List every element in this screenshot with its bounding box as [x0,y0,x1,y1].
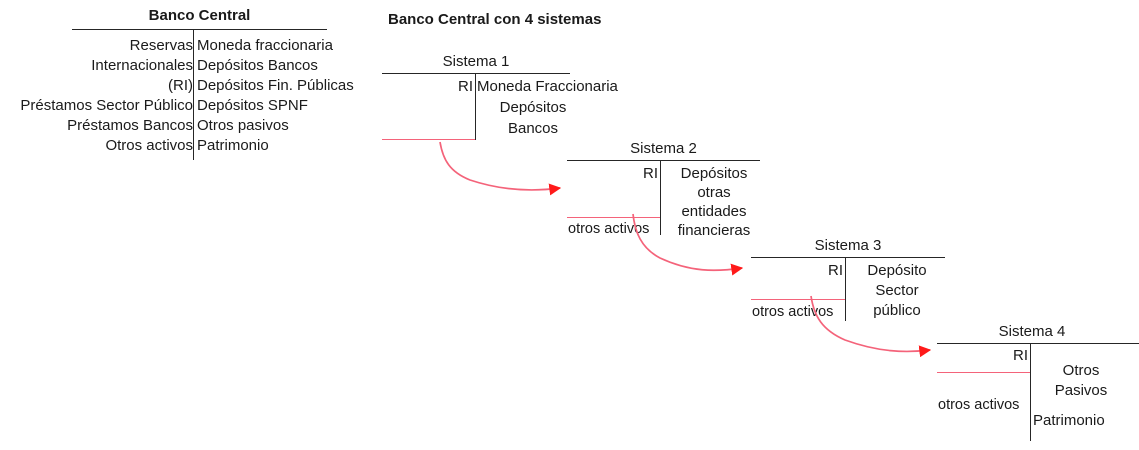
sistema-1-top-rule [382,73,570,74]
sistema-3-top-rule [751,257,945,258]
sistema-2-asset-ri: RI [643,165,658,182]
banco-central-liability-3: Depósitos Fin. Públicas [197,77,354,94]
banco-central-liability-2: Depósitos Bancos [197,57,318,74]
sistema-2-liability-3: entidades [681,203,747,220]
sistema-3-divider [845,258,846,321]
banco-central-asset-2: Internacionales [91,57,193,74]
banco-central-asset-5: Préstamos Bancos [67,117,193,134]
sistema-1-divider [475,74,476,140]
sistema-1-liability-1: Moneda Fraccionaria [477,78,618,95]
sistema-4-liability-2: Pasivos [1054,382,1108,399]
banco-central-asset-6: Otros activos [105,137,193,154]
banco-central-title: Banco Central [148,7,251,24]
sistema-3-asset-rule [751,299,845,300]
sistema-2-label: Sistema 2 [630,140,697,157]
banco-central-liability-6: Patrimonio [197,137,269,154]
banco-central-liability-5: Otros pasivos [197,117,289,134]
section-title: Banco Central con 4 sistemas [388,11,602,28]
banco-central-divider [193,30,194,160]
sistema-4-asset-otros: otros activos [938,397,1020,413]
sistema-4-liability-1: Otros [1062,362,1100,379]
sistema-3-label: Sistema 3 [814,237,882,254]
sistema-4-asset-rule [937,372,1030,373]
sistema-3-asset-ri: RI [828,262,843,279]
sistema-4-label: Sistema 4 [998,323,1066,340]
banco-central-asset-3: (RI) [168,77,193,94]
sistema-2-asset-otros: otros activos [568,221,650,237]
sistema-3-liability-3: público [873,302,921,319]
sistema-3-liability-2: Sector [875,282,919,299]
sistema-1-asset-rule [382,139,475,140]
sistema-1-liability-3: Bancos [507,120,559,137]
sistema-2-asset-rule [567,217,660,218]
sistema-3-asset-otros: otros activos [752,304,834,320]
sistema-1-liability-2: Depósitos [499,99,567,116]
sistema-4-asset-ri: RI [1013,347,1028,364]
sistema-2-liability-2: otras [697,184,731,201]
banco-central-liability-4: Depósitos SPNF [197,97,308,114]
sistema-1-asset-ri: RI [458,78,473,95]
sistema-3-liability-1: Depósito [867,262,927,279]
sistema-2-top-rule [567,160,760,161]
sistema-2-liability-4: financieras [677,222,751,239]
banco-central-asset-4: Préstamos Sector Público [20,97,193,114]
banco-central-asset-1: Reservas [129,37,193,54]
banco-central-header-rule [72,29,327,30]
sistema-2-liability-1: Depósitos [680,165,748,182]
sistema-4-divider [1030,344,1031,441]
arrow-sistema1-to-sistema2 [439,141,562,196]
sistema-1-label: Sistema 1 [442,53,510,70]
sistema-4-equity: Patrimonio [1033,412,1105,429]
sistema-4-top-rule [937,343,1139,344]
sistema-2-divider [660,161,661,235]
banco-central-liability-1: Moneda fraccionaria [197,37,333,54]
